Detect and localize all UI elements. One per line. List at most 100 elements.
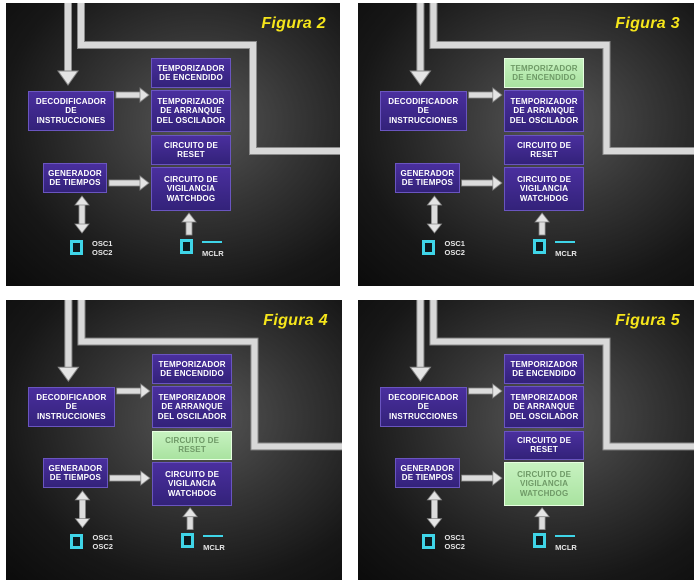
block-label-line: DE TIEMPOS <box>401 178 454 187</box>
osc-pin-icon <box>422 534 436 550</box>
osc-label: OSC1 <box>92 533 113 543</box>
bus-lines <box>409 300 694 530</box>
block-label-line: DECODIFICADOR <box>36 392 107 402</box>
block-label-line: GENERADOR <box>400 463 455 473</box>
block-label-line: TEMPORIZADOR <box>158 392 226 402</box>
block-label-line: TEMPORIZADOR <box>158 359 226 369</box>
block-label-line: WATCHDOG <box>167 488 217 498</box>
block-label-line: DECODIFICADOR <box>388 96 459 106</box>
osc-label: OSC1 <box>92 239 113 248</box>
osc-label: OSC2 <box>444 542 465 552</box>
block-label-line: CIRCUITO DE <box>165 435 220 445</box>
generator-osc-double-arrow <box>74 195 90 234</box>
block-label-line: CIRCUITO DE <box>517 140 572 150</box>
block-label-line: DECODIFICADOR <box>35 96 107 106</box>
generator-to-watchdog-arrow <box>109 470 151 486</box>
block-label-line: DECODIFICADOR <box>388 392 459 402</box>
mclr-to-watchdog-arrow <box>181 212 197 236</box>
top-bus <box>430 3 694 154</box>
block-label-line: RESET <box>530 150 558 159</box>
bus-lines <box>409 3 694 236</box>
top-bus <box>430 300 694 450</box>
block-label-line: WATCHDOG <box>166 193 216 203</box>
block-label-line: DEL OSCILADOR <box>157 411 227 421</box>
main-bus-arrowhead <box>409 366 432 382</box>
block-label-line: VIGILANCIA <box>167 479 217 489</box>
block-label-line: DE TIEMPOS <box>49 178 101 187</box>
osc-label: OSC1 <box>444 239 465 248</box>
osc-label: OSC2 <box>444 248 465 257</box>
block-label-line: INSTRUCCIONES <box>36 115 106 125</box>
figure-title: Figura 5 <box>615 311 680 329</box>
block-label-line: RESET <box>177 150 205 159</box>
block-label-line: DE ARRANQUE <box>513 106 575 116</box>
decoder-to-osc-timer-arrow <box>115 87 150 103</box>
main-bus-arrowhead <box>57 70 79 86</box>
mclr-pin-icon <box>181 533 195 549</box>
block-label-line: DE <box>417 106 430 116</box>
block-label-line: TEMPORIZADOR <box>510 96 578 106</box>
block-label-line: DE ARRANQUE <box>161 402 223 412</box>
mclr-overbar <box>203 535 224 538</box>
mclr-pin-icon <box>533 239 547 254</box>
block-label-line: DE ENCENDIDO <box>159 73 223 82</box>
block-label-line: CIRCUITO DE <box>517 469 572 479</box>
block-label-line: DE TIEMPOS <box>49 473 102 483</box>
generator-to-watchdog-arrow <box>461 470 503 486</box>
block-label-line: VIGILANCIA <box>519 184 569 194</box>
block-label-line: TEMPORIZADOR <box>157 96 225 106</box>
block-label-line: DEL OSCILADOR <box>156 115 226 125</box>
top-bus <box>78 3 340 154</box>
block-label-line: INSTRUCCIONES <box>36 411 106 421</box>
main-bus-arrowhead <box>57 366 80 382</box>
generator-to-watchdog-arrow <box>461 175 503 191</box>
block-label-line: RESET <box>178 445 206 455</box>
block-label-line: TEMPORIZADOR <box>157 63 225 73</box>
osc-pin-icon <box>70 534 84 550</box>
osc-label: OSC2 <box>92 542 113 552</box>
block-label-line: DE ENCENDIDO <box>512 369 576 379</box>
mclr-label: MCLR <box>555 543 577 553</box>
mclr-to-watchdog-arrow <box>534 212 550 236</box>
decoder-to-osc-timer-arrow <box>468 383 503 399</box>
mclr-to-watchdog-arrow <box>182 507 198 530</box>
block-label-line: DEL OSCILADOR <box>509 115 579 125</box>
block-label-line: DE ARRANQUE <box>513 402 575 412</box>
decoder-to-osc-timer-arrow <box>468 87 503 103</box>
block-label-line: DE ENCENDIDO <box>512 73 576 82</box>
block-label-line: DE ENCENDIDO <box>160 369 224 379</box>
block-label-line: DE ARRANQUE <box>160 106 222 116</box>
mclr-pin-icon <box>180 239 193 254</box>
block-label-line: VIGILANCIA <box>519 479 569 489</box>
figure-title: Figura 2 <box>261 15 326 32</box>
block-label-line: TEMPORIZADOR <box>510 359 578 369</box>
mclr-pin-icon <box>533 533 547 549</box>
block-label-line: CIRCUITO DE <box>163 140 219 150</box>
block-label-line: CIRCUITO DE <box>517 435 572 445</box>
decoder-to-osc-timer-arrow <box>116 383 151 399</box>
block-label-line: TEMPORIZADOR <box>510 63 578 73</box>
block-label-line: CIRCUITO DE <box>165 469 220 479</box>
mclr-label: MCLR <box>203 543 225 553</box>
block-label-line: GENERADOR <box>48 463 103 473</box>
